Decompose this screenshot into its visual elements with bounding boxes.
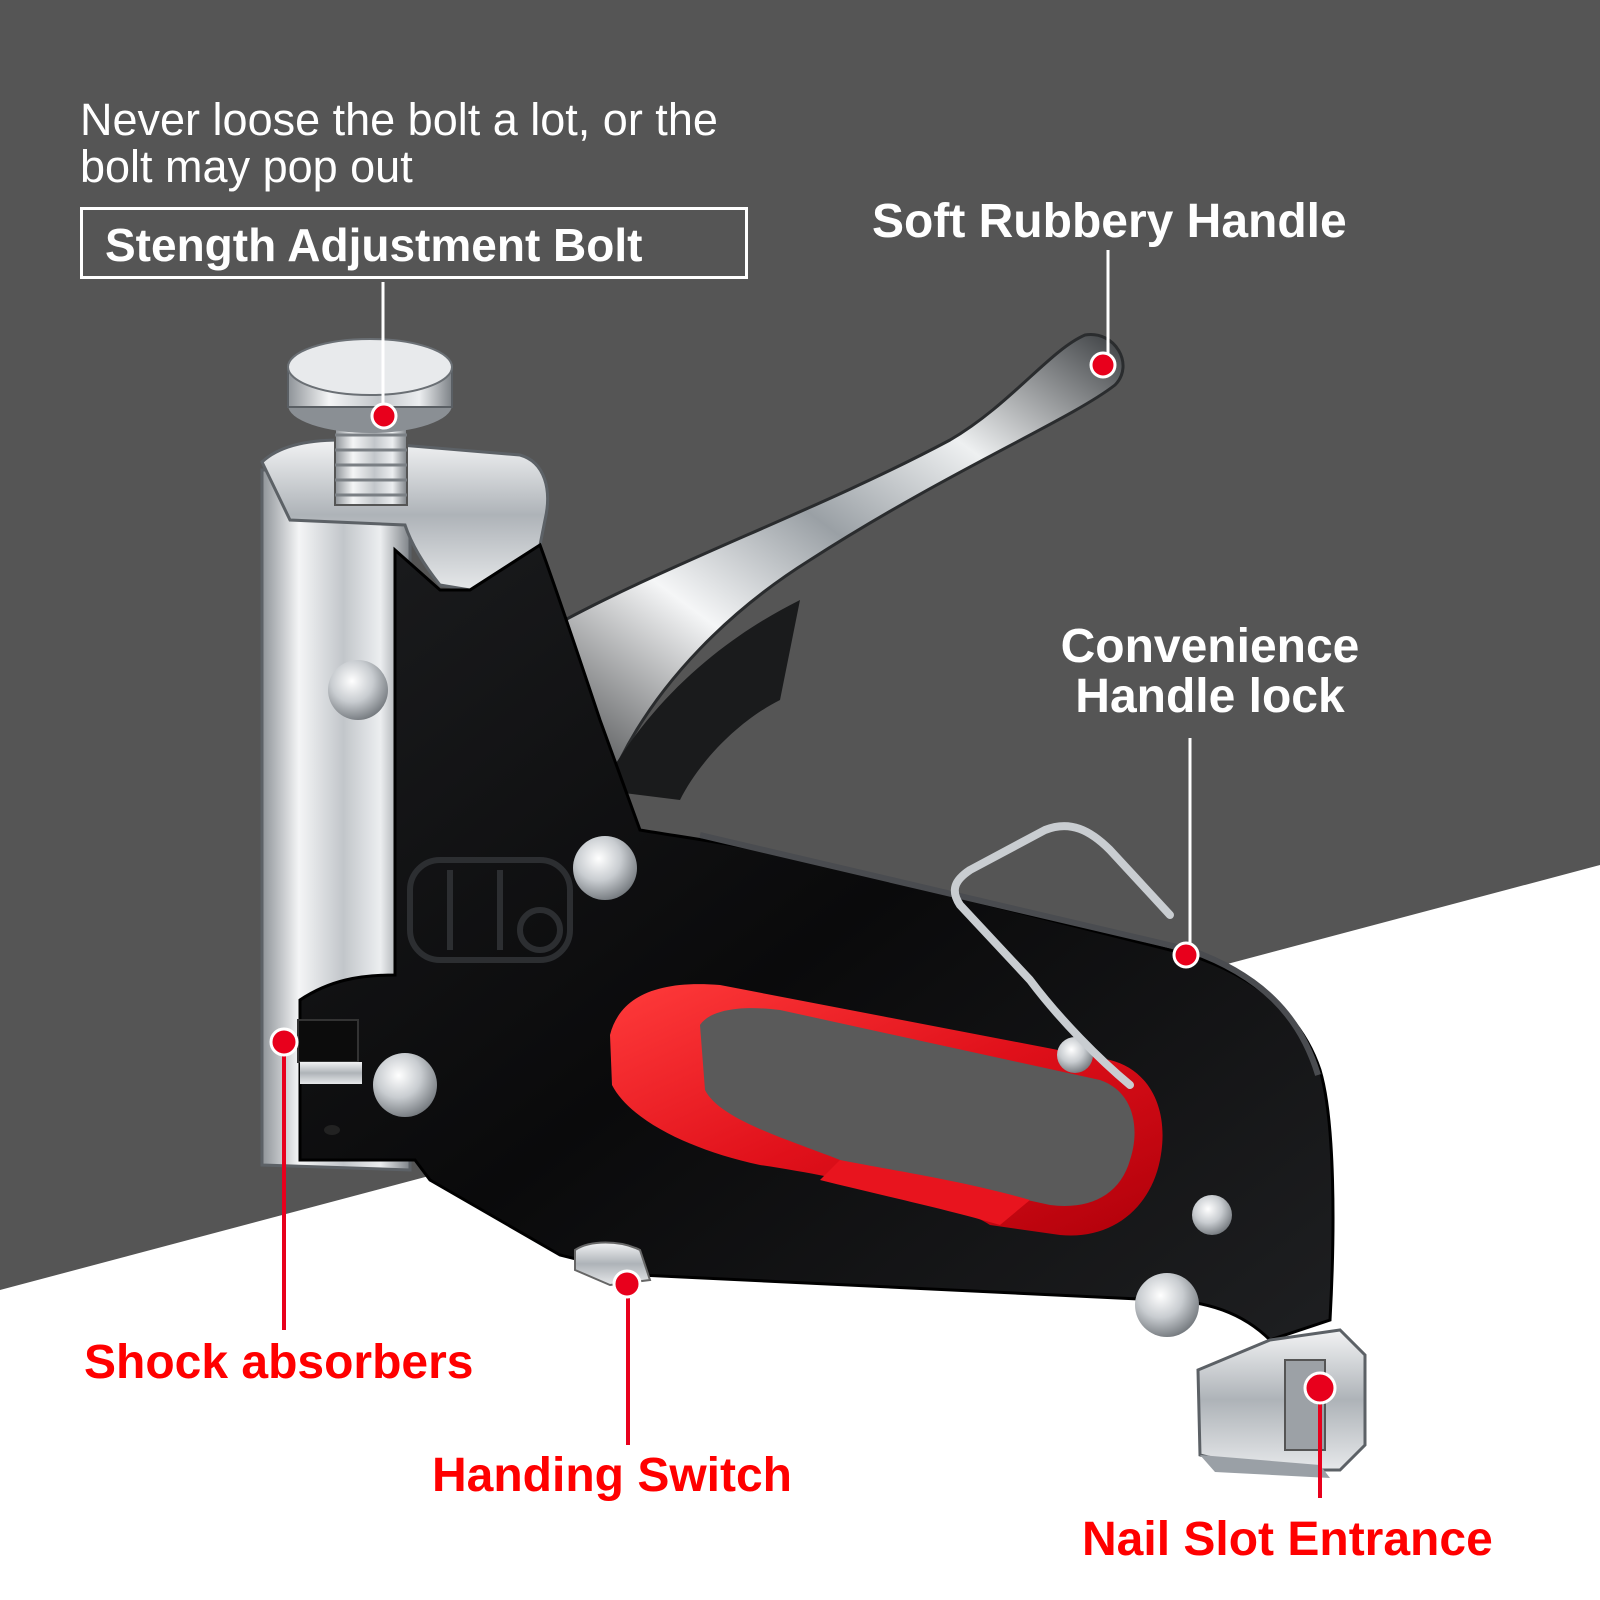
handle-lock-label-line1: Convenience (1060, 620, 1360, 673)
handle-lock-label: Convenience Handle lock (1020, 622, 1400, 722)
red-dot-marker-handle (1089, 351, 1117, 379)
handle-lock-label-line2: Handle lock (1075, 670, 1345, 723)
rivet (1135, 1273, 1199, 1337)
bolt-warning-note: Never loose the bolt a lot, or the bolt … (80, 94, 718, 192)
lever-handle (502, 333, 1125, 793)
shock-absorber-plate (300, 1062, 362, 1084)
soft-handle-label: Soft Rubbery Handle (872, 195, 1347, 248)
shock-absorber-block (297, 1019, 359, 1063)
adjustment-bolt-label: Stength Adjustment Bolt (105, 219, 643, 271)
shock-absorbers-label: Shock absorbers (84, 1336, 474, 1389)
red-dot-marker-shock (269, 1027, 299, 1057)
bolt-knob-top (287, 338, 453, 396)
rivet (373, 1053, 437, 1117)
nail-slot-label: Nail Slot Entrance (1082, 1513, 1493, 1566)
embossed-logo (407, 857, 573, 963)
rivet (1192, 1195, 1232, 1235)
red-dot-marker-switch (612, 1269, 642, 1299)
base-rail (1200, 1455, 1330, 1478)
rivet (573, 836, 637, 900)
grip-opening (700, 1008, 1135, 1206)
red-dot-marker-lock (1172, 941, 1200, 969)
handle-lock-wire (950, 822, 1174, 1089)
top-bracket (260, 438, 549, 592)
red-dot-marker-nail-slot (1303, 1371, 1337, 1405)
rivet (328, 660, 388, 720)
red-dot-marker-bolt (370, 402, 398, 430)
leader-lines (381, 250, 1192, 955)
adjustment-bolt-box: Stength Adjustment Bolt (80, 207, 748, 279)
grip-opening-lower (820, 1160, 1030, 1225)
body-highlight (699, 832, 1321, 1076)
lever-handle-lower (600, 600, 800, 800)
handing-switch-label: Handing Switch (432, 1449, 792, 1502)
leader-lines-red (282, 1042, 1322, 1498)
plate-slot (324, 1125, 340, 1135)
